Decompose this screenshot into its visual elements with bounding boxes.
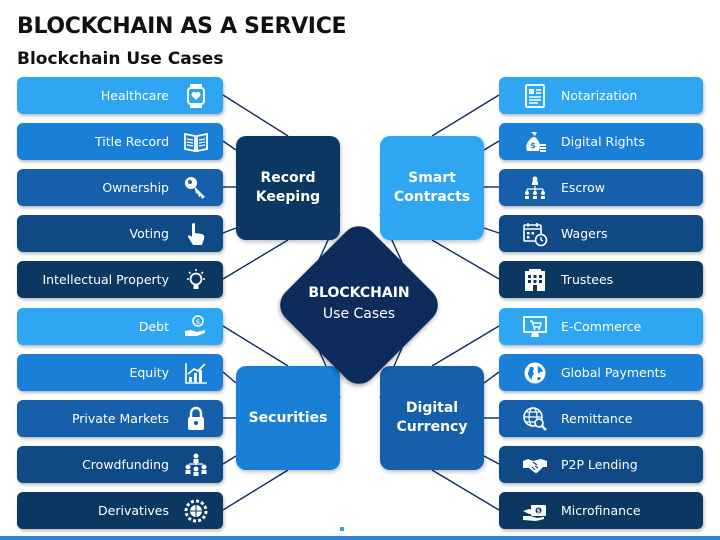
slide-subtitle: Blockchain Use Cases — [17, 49, 224, 69]
globe-icon — [522, 360, 548, 386]
lightbulb-icon — [183, 267, 209, 293]
item-label: Debt — [138, 319, 169, 334]
key-icon — [183, 175, 209, 201]
svg-text:$: $ — [196, 318, 200, 326]
item-label: Title Record — [95, 134, 169, 149]
hub-securities: Securities — [236, 366, 340, 470]
item-label: Wagers — [561, 226, 608, 241]
people-network-icon — [183, 452, 209, 478]
item-debt: Debt $ — [17, 308, 223, 345]
hand-cash-icon: $ — [522, 498, 548, 524]
connector-debt — [222, 325, 289, 367]
item-derivatives: Derivatives — [17, 492, 223, 529]
globe-gear-icon — [183, 498, 209, 524]
item-label: Voting — [129, 226, 169, 241]
slide-marker — [340, 527, 344, 531]
item-ownership: Ownership — [17, 169, 223, 206]
connector-intellectual-property — [222, 239, 289, 280]
connector-trustees — [431, 239, 500, 280]
item-label: Healthcare — [100, 88, 169, 103]
item-label: Global Payments — [561, 365, 667, 380]
slide-title: BLOCKCHAIN AS A SERVICE — [17, 14, 347, 39]
item-label: P2P Lending — [561, 457, 638, 472]
growth-chart-icon — [183, 360, 209, 386]
globe-search-icon — [522, 406, 548, 432]
hand-coin-icon: $ — [183, 314, 209, 340]
org-chart-icon — [522, 175, 548, 201]
hub-smart-contracts: Smart Contracts — [380, 136, 484, 240]
connector-p2p-lending — [483, 455, 500, 465]
building-icon — [522, 267, 548, 293]
item-label: Equity — [129, 365, 169, 380]
connector-equity — [222, 371, 237, 384]
item-label: Private Markets — [71, 411, 169, 426]
bottom-accent-bar — [0, 536, 720, 540]
connector-wagers — [483, 227, 500, 234]
item-intellectual-property: Intellectual Property — [17, 261, 223, 298]
connector-voting — [222, 227, 237, 234]
connector-crowdfunding — [222, 455, 237, 465]
connector-title-record — [222, 140, 237, 151]
item-escrow: Escrow — [499, 169, 703, 206]
svg-text:$: $ — [537, 508, 541, 514]
item-label: Derivatives — [98, 503, 169, 518]
item-healthcare: Healthcare — [17, 77, 223, 114]
item-label: E-Commerce — [561, 319, 642, 334]
item-notarization: Notarization — [499, 77, 703, 114]
item-private-markets: Private Markets — [17, 400, 223, 437]
item-label: Trustees — [561, 272, 614, 287]
item-label: Notarization — [561, 88, 638, 103]
monitor-cart-icon — [522, 314, 548, 340]
handshake-icon — [522, 452, 548, 478]
item-voting: Voting — [17, 215, 223, 252]
item-digital-rights: $ Digital Rights — [499, 123, 703, 160]
svg-text:$: $ — [530, 141, 536, 150]
item-label: Microfinance — [561, 503, 641, 518]
center-subtitle: Use Cases — [322, 306, 396, 322]
item-remittance: Remittance — [499, 400, 703, 437]
item-global-payments: Global Payments — [499, 354, 703, 391]
hub-record-keeping: Record Keeping — [236, 136, 340, 240]
center-title: BLOCKCHAIN — [308, 285, 410, 301]
item-microfinance: $ Microfinance — [499, 492, 703, 529]
connector-global-payments — [483, 371, 500, 384]
center-label: BLOCKCHAIN Use Cases — [284, 283, 434, 325]
item-p2p-lending: P2P Lending — [499, 446, 703, 483]
item-crowdfunding: Crowdfunding — [17, 446, 223, 483]
connector-digital-rights — [483, 140, 500, 151]
connector-derivatives — [222, 469, 289, 511]
item-wagers: Wagers — [499, 215, 703, 252]
document-icon — [522, 83, 548, 109]
hand-pointer-icon — [183, 221, 209, 247]
calendar-clock-icon — [522, 221, 548, 247]
connector-e-commerce — [431, 325, 500, 367]
item-label: Remittance — [561, 411, 633, 426]
item-label: Digital Rights — [561, 134, 645, 149]
padlock-icon — [183, 406, 209, 432]
item-equity: Equity — [17, 354, 223, 391]
item-title-record: Title Record — [17, 123, 223, 160]
smartwatch-heart-icon — [183, 83, 209, 109]
connector-microfinance — [431, 469, 500, 511]
connector-healthcare — [222, 94, 289, 137]
item-label: Ownership — [102, 180, 169, 195]
item-trustees: Trustees — [499, 261, 703, 298]
item-e-commerce: E-Commerce — [499, 308, 703, 345]
item-label: Crowdfunding — [82, 457, 169, 472]
item-label: Escrow — [561, 180, 606, 195]
open-book-icon — [183, 129, 209, 155]
item-label: Intellectual Property — [42, 272, 169, 287]
connector-notarization — [431, 94, 500, 137]
hub-digital-currency: Digital Currency — [380, 366, 484, 470]
money-bag-icon: $ — [522, 129, 548, 155]
